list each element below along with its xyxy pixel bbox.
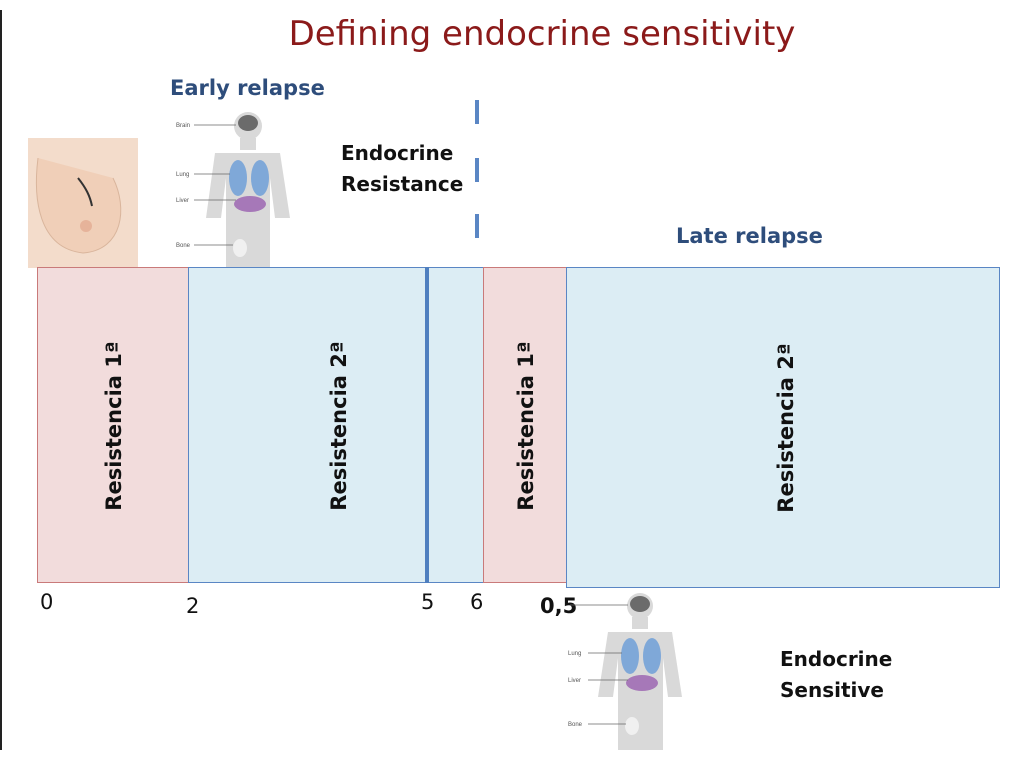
segment-primary-resistance-early: Resistencia 1ª [37,267,189,583]
segment-label: Resistencia 2ª [774,343,798,513]
tick-label: 6 [470,590,484,614]
tick-label: 2 [186,594,200,618]
segment-label: Resistencia 1ª [102,341,126,511]
tick-label: 5 [421,590,435,614]
slide-left-border [0,10,2,750]
breast-illustration-icon [28,138,138,268]
tick-label: 0 [40,590,54,614]
segment-label: Resistencia 1ª [514,341,538,511]
endocrine-sensitive-line-2: Sensitive [780,678,884,702]
early-relapse-heading: Early relapse [170,76,325,100]
endocrine-sensitive-label: Endocrine Sensitive [780,644,892,706]
slide-title: Defining endocrine sensitivity [288,14,796,54]
segment-primary-resistance-late: Resistencia 1ª [483,267,567,583]
body-metastasis-figure-icon: Brain Lung Liver Bone [176,112,290,268]
organ-label: Brain [176,123,190,129]
dashed-divider-segment [475,214,479,238]
endocrine-sensitive-line-1: Endocrine [780,647,893,671]
endocrine-resistance-line-2: Resistance [341,172,464,196]
body-metastasis-figure-icon: Lung Liver Bone [568,593,682,750]
year-5-divider [425,267,429,583]
segment-secondary-resistance-late: Resistencia 2ª [566,267,1000,588]
endocrine-resistance-line-1: Endocrine [341,141,454,165]
segment-secondary-resistance-early: Resistencia 2ª [188,267,484,583]
organ-label: Lung [176,172,189,178]
organ-label: Lung [568,651,581,657]
organ-label: Liver [176,198,189,204]
organ-label: Bone [176,243,191,249]
dashed-divider-segment [475,100,479,124]
endocrine-resistance-label: Endocrine Resistance [341,138,463,200]
tick-label: 0,5 [540,594,578,618]
late-relapse-heading: Late relapse [676,224,823,248]
organ-label: Liver [568,678,581,684]
organ-label: Bone [568,722,583,728]
segment-label: Resistencia 2ª [327,341,351,511]
dashed-divider-segment [475,158,479,182]
